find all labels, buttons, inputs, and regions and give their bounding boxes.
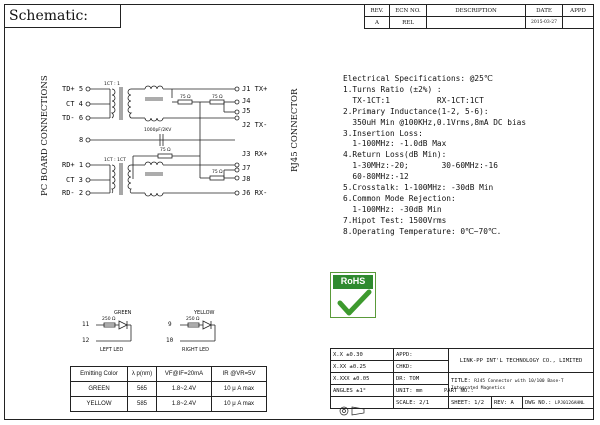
page-title: Schematic:	[4, 4, 121, 28]
pin-label-j5: J5	[242, 107, 251, 115]
appd-field: APPD:	[393, 348, 449, 361]
led-header: VF@IF=20mA	[156, 366, 212, 382]
tx-turns-ratio: 1CT : 1	[104, 82, 120, 87]
check-icon	[337, 289, 372, 316]
pin-label-tdn: TD- 6	[62, 114, 84, 122]
yellow-led-pin-b: 10	[166, 337, 174, 344]
tolerance-3: X.XXX ±0.05	[330, 372, 394, 385]
yellow-led-resistor: 250 Ω	[186, 317, 200, 322]
scale-field: SCALE: 2/1	[393, 396, 449, 409]
pin-label-rdn: RD- 2	[62, 189, 84, 197]
sheet-field: SHEET: 1/2	[448, 396, 492, 409]
title-field: TITLE: RJ45 Connector with 10/100 Base-T…	[448, 372, 594, 397]
pin-label-8: 8	[79, 136, 84, 144]
led-header: Emitting Color	[70, 366, 128, 382]
led-cell: 10 μ A max	[211, 381, 267, 397]
projection-symbol-cell	[330, 396, 394, 409]
yellow-led-pin-a: 9	[168, 321, 172, 328]
drawing-frame	[4, 4, 594, 420]
ecn-value: REL	[389, 16, 427, 29]
pin-label-j8: J8	[242, 175, 251, 183]
appd-value	[562, 16, 594, 29]
dwg-no-field: DWG NO.: LPJ0126AHNL	[522, 396, 594, 409]
green-led-resistor: 250 Ω	[102, 317, 116, 322]
pin-label-j3: J3 RX+	[242, 150, 268, 158]
pin-label-rdp: RD+ 1	[62, 161, 84, 169]
left-led-caption: LEFT LED	[100, 347, 124, 353]
resistor-label-4: 75 Ω	[212, 170, 223, 175]
green-led-pin-a: 11	[82, 321, 90, 328]
chkd-field: CHKD:	[393, 360, 449, 373]
pin-label-tdp: TD+ 5	[62, 85, 84, 93]
capacitor-label: 1000pF/2KV	[144, 128, 172, 133]
led-cell: GREEN	[70, 381, 128, 397]
table-row: GREEN 565 1.8~2.4V 10 μ A max	[70, 381, 267, 397]
led-header: λ p(nm)	[127, 366, 157, 382]
title-block: X.X ±0.30 APPD: LINK-PP INT'L TECHNOLOGY…	[330, 348, 594, 409]
pin-label-j7: J7	[242, 164, 251, 172]
led-cell: 1.8~2.4V	[156, 396, 212, 412]
rx-turns-ratio: 1CT : 1CT	[104, 158, 126, 163]
led-spec-table: Emitting Color λ p(nm) VF@IF=20mA IR @VR…	[70, 366, 267, 412]
led-header: IR @VR=5V	[211, 366, 267, 382]
pin-label-ct-tx: CT 4	[66, 100, 83, 108]
pin-label-j6: J6 RX-	[242, 189, 268, 197]
pin-label-j2: J2 TX-	[242, 121, 268, 129]
yellow-led-title: YELLOW	[194, 310, 215, 316]
company-name: LINK-PP INT'L TECHNOLOGY CO., LIMITED	[448, 348, 594, 373]
green-led-pin-b: 12	[82, 337, 90, 344]
pin-label-j1: J1 TX+	[242, 85, 268, 93]
resistor-label-1: 75 Ω	[180, 95, 191, 100]
dr-field: DR: TOM	[393, 372, 449, 385]
unit-field: UNIT: mm	[393, 384, 449, 397]
resistor-label-3: 75 Ω	[160, 148, 171, 153]
rj45-connector-label: RJ45 CONNECTOR	[290, 88, 300, 172]
tolerance-2: X.XX ±0.25	[330, 360, 394, 373]
pin-label-j4: J4	[242, 97, 251, 105]
led-schematics	[96, 320, 216, 342]
angles-tolerance: ANGLES ±1°	[330, 384, 394, 397]
revision-table: REV. ECN NO. DESCRIPTION DATE APPD A REL…	[364, 4, 594, 29]
led-cell: YELLOW	[70, 396, 128, 412]
resistor-label-2: 75 Ω	[212, 95, 223, 100]
led-cell: 1.8~2.4V	[156, 381, 212, 397]
led-cell: 10 μ A max	[211, 396, 267, 412]
table-row: YELLOW 585 1.8~2.4V 10 μ A max	[70, 396, 267, 412]
part-no-field: PART NO.:	[444, 388, 474, 394]
rev-field: REV: A	[491, 396, 523, 409]
rev-value: A	[364, 16, 390, 29]
right-led-caption: RIGHT LED	[182, 347, 210, 353]
tolerance-1: X.X ±0.30	[330, 348, 394, 361]
pin-label-ct-rx: CT 3	[66, 176, 83, 184]
led-cell: 585	[127, 396, 157, 412]
green-led-title: GREEN	[114, 310, 132, 316]
led-cell: 565	[127, 381, 157, 397]
pc-board-connections-label: PC BOARD CONNECTIONS	[40, 75, 50, 196]
